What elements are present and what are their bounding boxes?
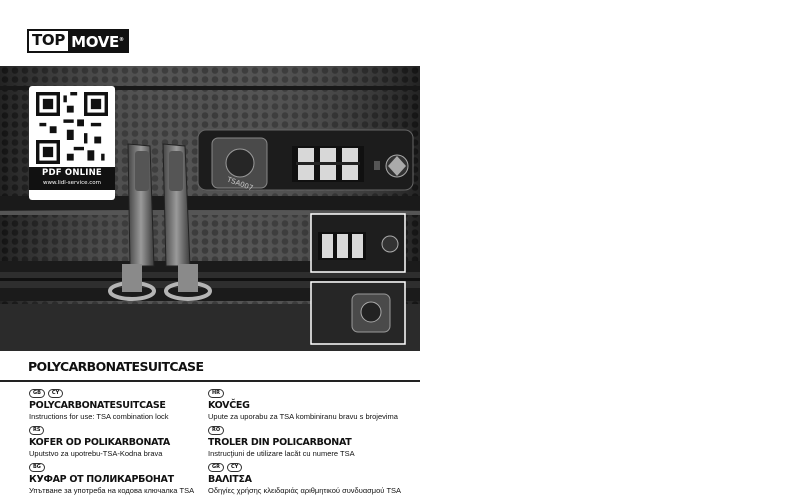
product-photo: TSA007	[0, 66, 420, 351]
entry-description: Instrucţiuni de utilizare lacăt cu numer…	[208, 449, 355, 458]
qr-code-icon	[36, 92, 108, 164]
entry-description: Upute za uporabu za TSA kombiniranu brav…	[208, 412, 398, 421]
language-entry: BG КУФАР ОТ ПОЛИКАРБОНАТ Упътване за упо…	[29, 463, 249, 496]
entry-description: Упътване за употреба на кодова ключалка …	[29, 486, 195, 495]
country-code-badge: GB	[29, 389, 45, 398]
country-code-badge: CY	[226, 463, 243, 472]
language-entry: RS KOFER OD POLIKARBONATA Uputstvo za up…	[29, 426, 249, 459]
entry-description: Uputstvo za upotrebu-TSA-Kodna brava	[29, 449, 163, 458]
language-entry: GB CY POLYCARBONATESUITCASE Instructions…	[29, 389, 249, 422]
entry-title: POLYCARBONATESUITCASE	[29, 400, 166, 411]
entry-title: ΒΑΛΙΤΣΑ	[208, 474, 252, 485]
pdf-online-text: PDF ONLINE	[42, 168, 102, 178]
pdf-online-label: PDF ONLINE www.lidl-service.com	[29, 167, 115, 190]
entry-description: Οδηγίες χρήσης κλειδαριάς αριθμητικού συ…	[208, 486, 402, 495]
brand-logo-top: TOP	[29, 31, 69, 51]
entry-title: KOVČEG	[208, 400, 250, 411]
entry-title: TROLER DIN POLICARBONAT	[208, 437, 352, 448]
brand-logo-move-text: MOVE	[71, 33, 120, 51]
country-code-badge: BG	[29, 463, 45, 472]
page-title: POLYCARBONATESUITCASE	[28, 359, 204, 374]
entry-title: КУФАР ОТ ПОЛИКАРБОНАТ	[29, 474, 174, 485]
language-entry: RO TROLER DIN POLICARBONAT Instrucţiuni …	[208, 426, 428, 459]
language-entry: GR CY ΒΑΛΙΤΣΑ Οδηγίες χρήσης κλειδαριάς …	[208, 463, 428, 496]
language-entry: HR KOVČEG Upute za uporabu za TSA kombin…	[208, 389, 428, 422]
brand-logo-move: MOVE®	[68, 31, 127, 51]
country-code-badge: RS	[29, 426, 45, 435]
qr-code-card[interactable]: PDF ONLINE www.lidl-service.com	[29, 86, 115, 200]
brand-logo: TOP MOVE®	[27, 29, 129, 53]
entry-description: Instructions for use: TSA combination lo…	[29, 412, 169, 421]
country-code-badge: RO	[208, 426, 225, 435]
entry-title: KOFER OD POLIKARBONATA	[29, 437, 170, 448]
registered-mark: ®	[119, 37, 124, 43]
country-code-badge: HR	[208, 389, 225, 398]
country-code-badge: GR	[208, 463, 224, 472]
country-code-badge: CY	[47, 389, 64, 398]
divider	[0, 380, 420, 382]
service-url: www.lidl-service.com	[43, 180, 101, 186]
